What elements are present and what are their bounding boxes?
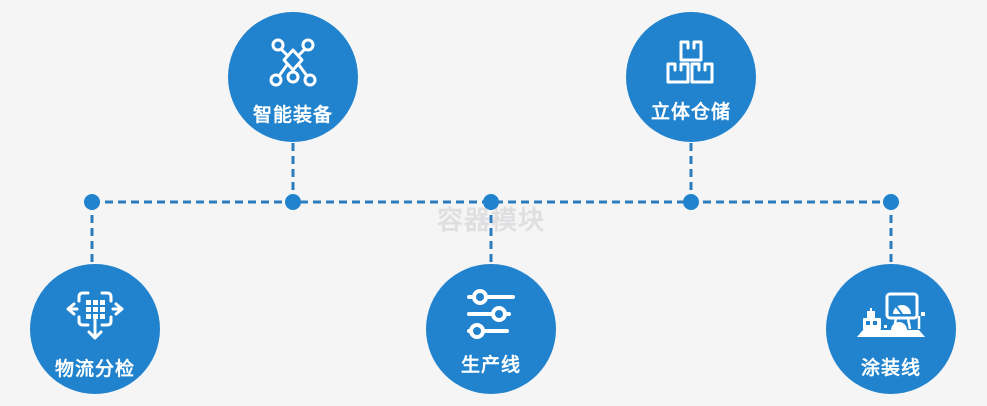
node-label: 智能装备: [252, 105, 333, 126]
node-stereo-warehouse: 立体仓储: [626, 12, 756, 142]
node-label: 涂装线: [860, 358, 921, 379]
node-logistics-sorting: 物流分检: [30, 264, 160, 394]
node-label: 物流分检: [54, 359, 135, 380]
junction-dot: [483, 194, 499, 210]
junction-dot: [84, 194, 100, 210]
control-machine-icon: [855, 286, 927, 344]
junction-dot: [683, 194, 699, 210]
junction-dot: [285, 194, 301, 210]
stacked-boxes-icon: [659, 38, 723, 88]
junction-dot: [883, 194, 899, 210]
sorting-distribution-icon: [63, 285, 127, 345]
node-label: 生产线: [460, 355, 521, 376]
network-nodes-icon: [261, 35, 325, 91]
node-smart-equipment: 智能装备: [228, 12, 358, 142]
node-label: 立体仓储: [650, 102, 731, 123]
node-coating-line: 涂装线: [826, 264, 956, 394]
sliders-icon: [463, 289, 519, 341]
node-production-line: 生产线: [426, 264, 556, 394]
